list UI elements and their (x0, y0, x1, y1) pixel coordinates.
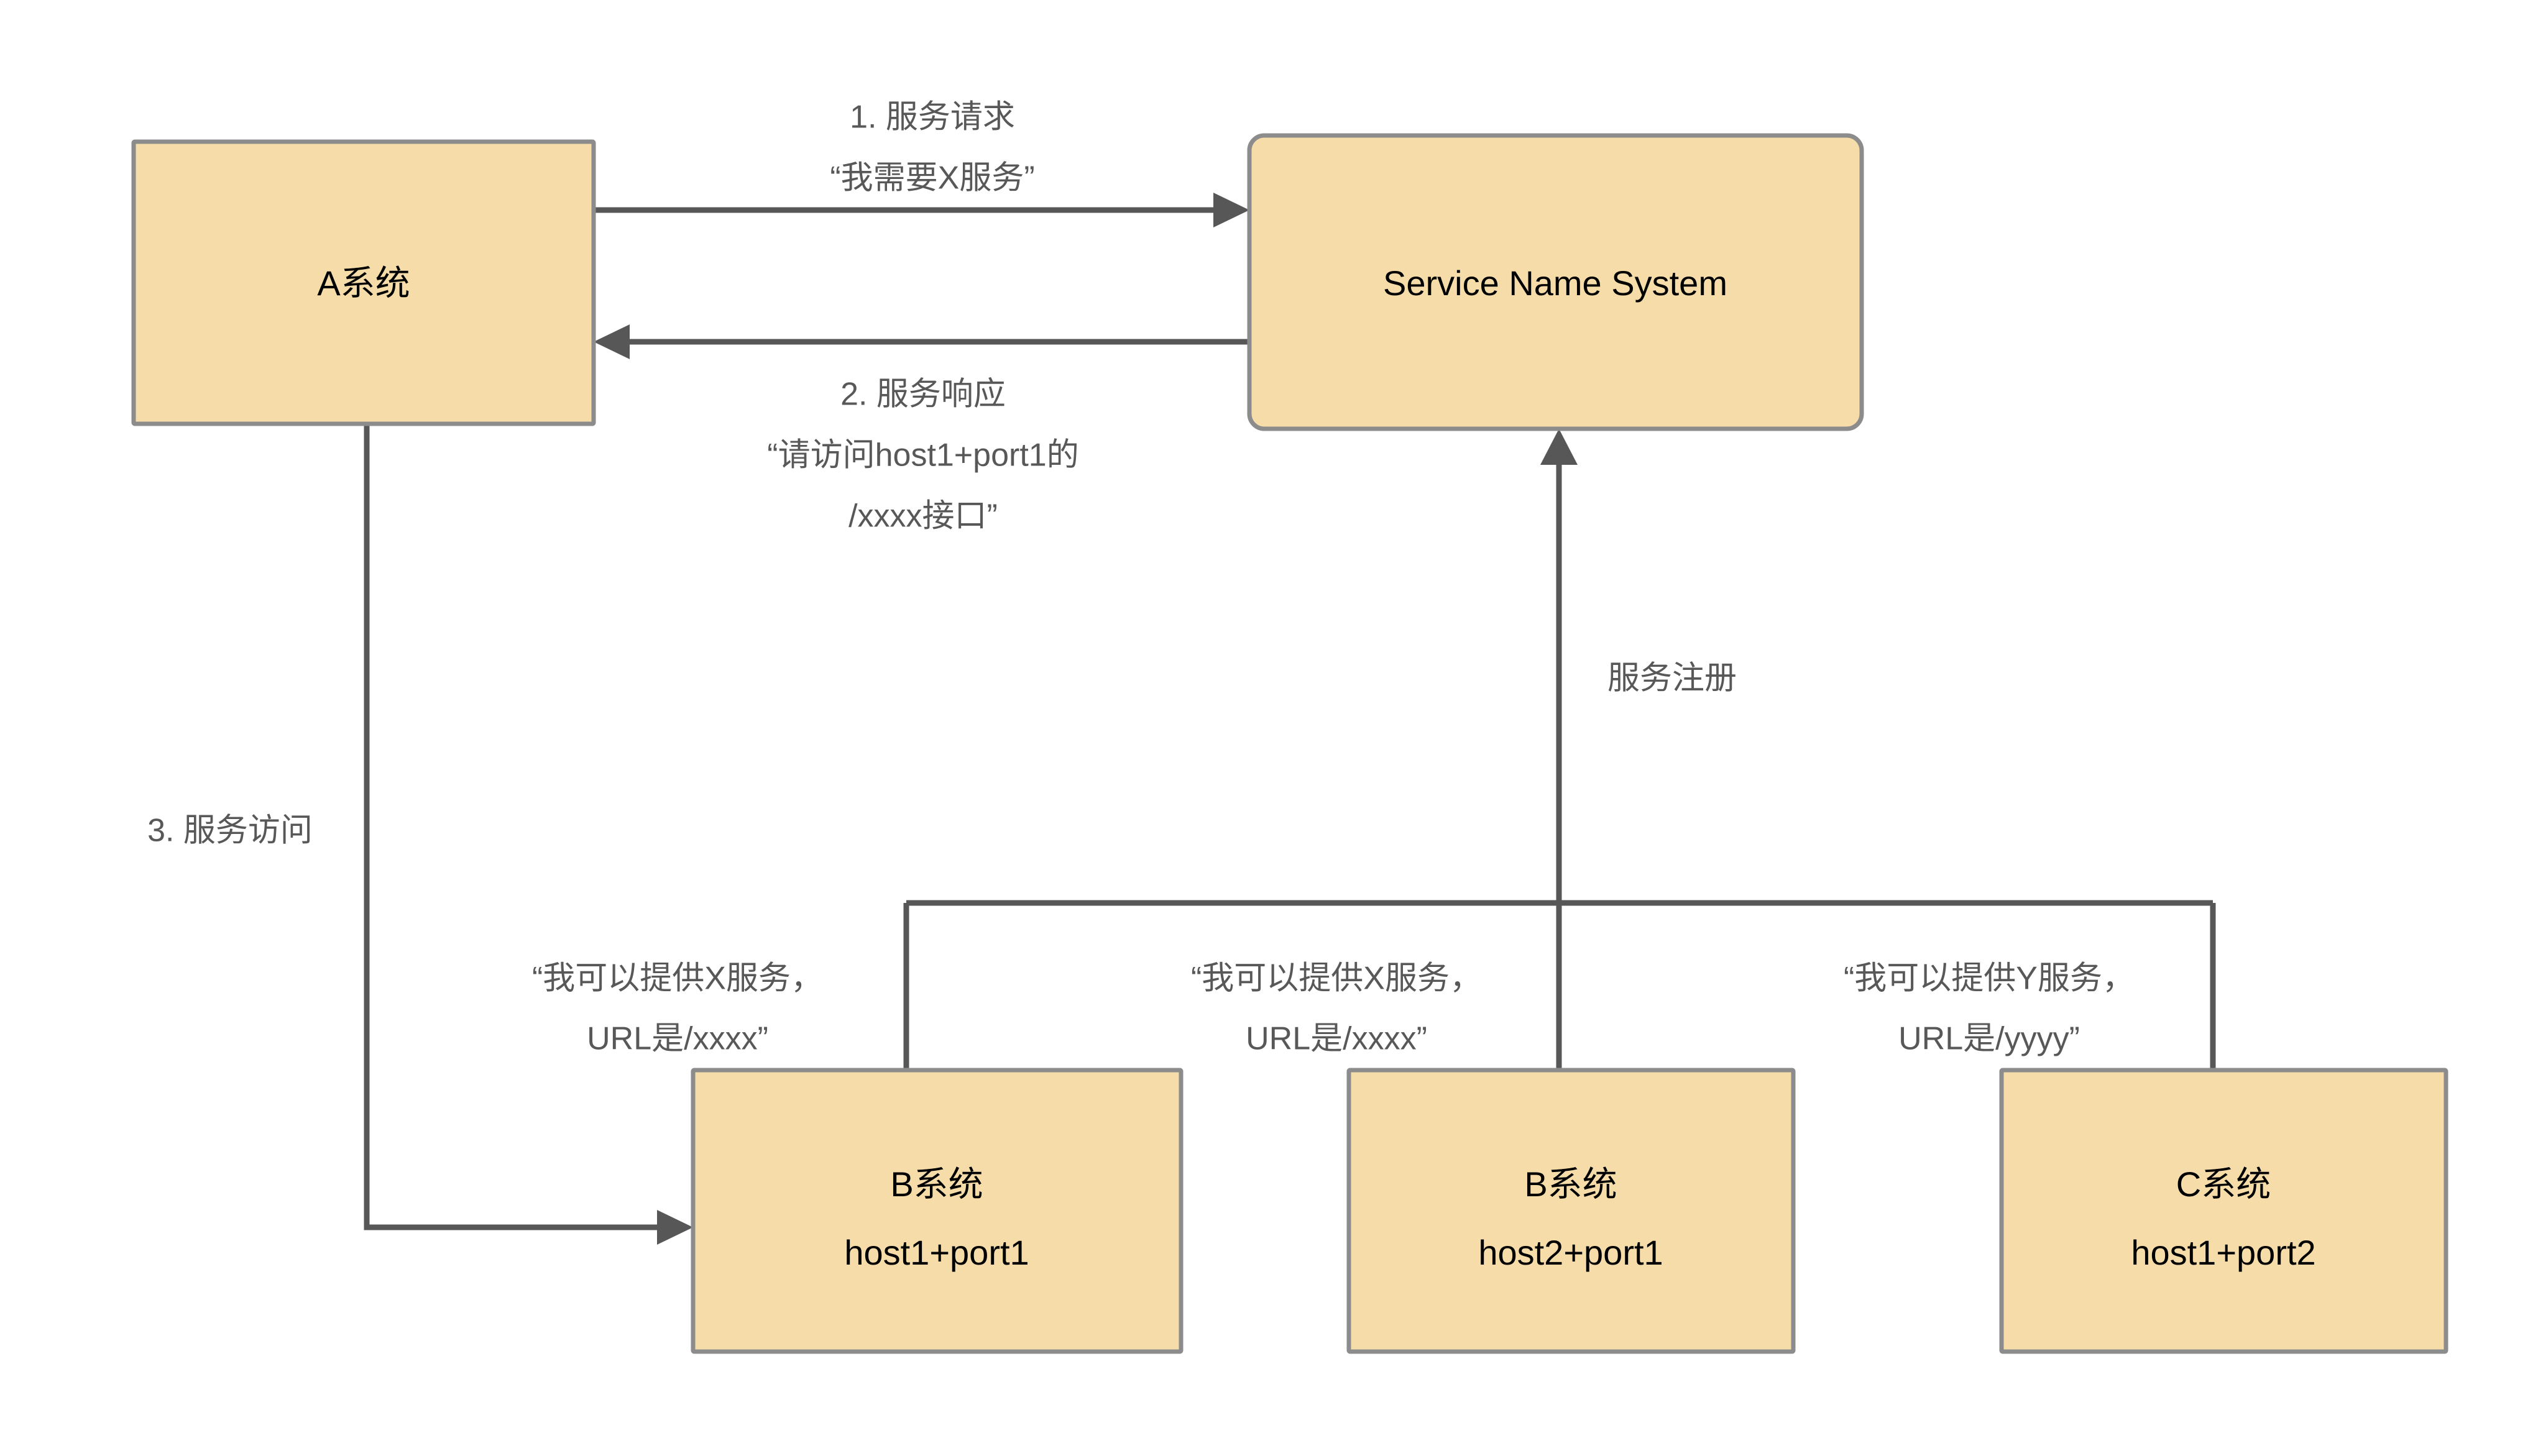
edge-label-service-register-line1: 服务注册 (1607, 661, 1737, 697)
node-service-name-system-rect[interactable] (1247, 133, 1864, 431)
edge-label-service-response: 2. 服务响应 “请访问host1+port1的 /xxxx接口” (767, 377, 1078, 534)
node-b-system-2-label-line1: B系统 (1524, 1165, 1617, 1204)
edge-label-offer-c-line1: “我可以提供Y服务， (1844, 961, 2135, 997)
edge-label-offer-b1-line1: “我可以提供X服务， (532, 961, 823, 997)
node-b-system-2-rect[interactable] (1346, 1068, 1796, 1354)
edge-service-access-arrowhead (657, 1210, 693, 1245)
edge-label-service-access: 3. 服务访问 (147, 813, 313, 849)
edge-label-service-response-line1: 2. 服务响应 (840, 377, 1006, 413)
edge-service-access-path (364, 424, 666, 1230)
node-c-system-label-line2: host1+port2 (2131, 1233, 2315, 1272)
edge-label-service-request-line2: “我需要X服务” (830, 160, 1034, 196)
edge-label-service-access-line1: 3. 服务访问 (147, 813, 313, 849)
edge-label-offer-c-line2: URL是/yyyy” (1898, 1021, 2080, 1057)
edge-label-offer-b2: “我可以提供X服务， URL是/xxxx” (1191, 961, 1482, 1057)
edge-label-offer-c: “我可以提供Y服务， URL是/yyyy” (1844, 961, 2135, 1057)
edge-label-service-register: 服务注册 (1607, 661, 1737, 697)
edge-service-response-arrowhead (594, 324, 630, 359)
edge-label-offer-b2-line2: URL是/xxxx” (1246, 1021, 1427, 1057)
edge-label-service-response-line2: “请访问host1+port1的 (767, 437, 1078, 474)
node-c-system[interactable]: C系统 host1+port2 (1999, 1068, 2448, 1354)
node-service-name-system-label: Service Name System (1383, 263, 1727, 303)
node-b-system-1[interactable]: B系统 host1+port1 (691, 1068, 1184, 1354)
edge-label-service-request-line1: 1. 服务请求 (850, 99, 1015, 135)
node-c-system-rect[interactable] (1999, 1068, 2448, 1354)
node-b-system-1-rect[interactable] (691, 1068, 1184, 1354)
node-a-system[interactable]: A系统 (131, 139, 596, 426)
edge-service-response (594, 324, 1249, 359)
node-b-system-1-label-line1: B系统 (890, 1165, 983, 1204)
edge-label-service-request: 1. 服务请求 “我需要X服务” (830, 99, 1034, 196)
edge-label-offer-b1-line2: URL是/xxxx” (587, 1021, 768, 1057)
edge-label-offer-b2-line1: “我可以提供X服务， (1191, 961, 1482, 997)
edge-service-access (364, 424, 693, 1245)
node-b-system-2[interactable]: B系统 host2+port1 (1346, 1068, 1796, 1354)
edge-service-register (903, 429, 2216, 1070)
edge-label-offer-b1: “我可以提供X服务， URL是/xxxx” (532, 961, 823, 1057)
node-b-system-1-label-line2: host1+port1 (844, 1233, 1029, 1272)
node-b-system-2-label-line2: host2+port1 (1478, 1233, 1663, 1272)
edge-service-request (594, 193, 1249, 227)
edge-label-service-response-line3: /xxxx接口” (848, 498, 998, 534)
edge-register-arrowhead (1540, 429, 1578, 465)
edge-service-request-arrowhead (1213, 193, 1249, 227)
node-c-system-label-line1: C系统 (2176, 1165, 2271, 1204)
node-a-system-label: A系统 (317, 263, 410, 303)
node-a-system-rect[interactable] (131, 139, 596, 426)
node-service-name-system[interactable]: Service Name System (1247, 133, 1864, 431)
